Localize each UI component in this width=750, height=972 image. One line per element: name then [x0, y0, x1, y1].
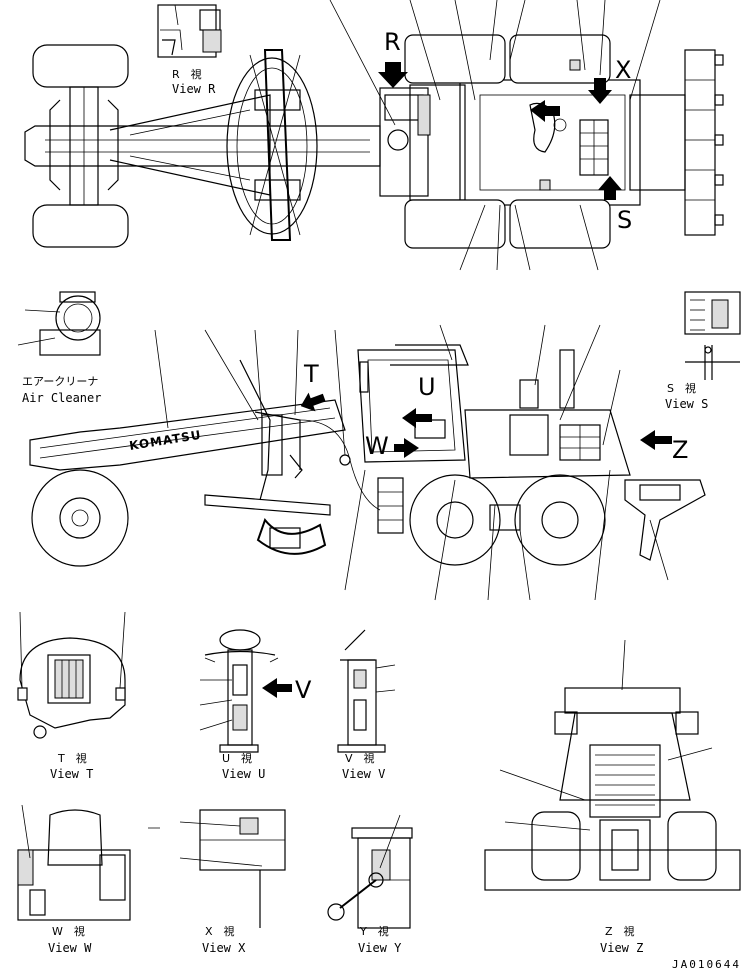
arrow-icon — [598, 176, 622, 200]
air-cleaner-jp-label: エアークリーナ — [22, 375, 98, 388]
ripper — [684, 49, 716, 236]
arrow-icon — [262, 678, 292, 698]
arrow-icon — [530, 100, 560, 122]
air-cleaner-label: Air Cleaner — [22, 391, 101, 405]
blade-side — [256, 517, 327, 555]
ripper-side — [624, 479, 706, 561]
view-w-jp-label: W 視 — [52, 924, 85, 938]
drawing-code: JA010644 — [672, 958, 741, 971]
view-s-label: View S — [665, 397, 708, 411]
rear-wheel-2 — [514, 474, 606, 566]
rear-tire-3 — [404, 199, 506, 249]
view-t-jp-label: T 視 — [57, 751, 87, 765]
arrow-icon — [640, 430, 672, 450]
view-x-detail: X 視 View X — [148, 809, 286, 955]
letter-x: X — [615, 56, 631, 84]
side-view: KOMATSU — [29, 324, 706, 601]
view-u-detail: V U 視 View U — [199, 629, 312, 781]
letter-r: R — [384, 28, 401, 56]
view-y-label: View Y — [358, 941, 402, 955]
blade — [263, 49, 292, 241]
view-r-jp-label: R 視 — [172, 67, 202, 81]
arrow-icon — [300, 392, 326, 412]
cab-side — [357, 349, 466, 463]
front-tire-bottom — [32, 204, 129, 248]
brand-label: KOMATSU — [128, 428, 202, 453]
view-v-detail: V 視 View V — [337, 629, 396, 781]
main-frame — [24, 125, 381, 167]
view-z-detail: Z 視 View Z — [484, 639, 741, 955]
front-tire-top — [32, 44, 129, 88]
air-cleaner-inset: エアークリーナ Air Cleaner — [17, 291, 101, 405]
letter-w: W — [365, 432, 389, 460]
rear-tire-4 — [509, 199, 611, 249]
rear-wheel-1 — [409, 474, 501, 566]
arrow-icon — [588, 78, 612, 104]
view-w-detail: W 視 View W — [17, 804, 131, 955]
view-t-label: View T — [50, 767, 93, 781]
letter-u: U — [418, 373, 436, 401]
view-x-jp-label: X 視 — [205, 924, 235, 938]
arrow-icon — [378, 62, 408, 88]
rear-tire-2 — [509, 34, 611, 84]
rear-tire-1 — [404, 34, 506, 84]
view-z-label: View Z — [600, 941, 643, 955]
view-w-label: View W — [48, 941, 92, 955]
view-s-jp-label: S 視 — [667, 381, 696, 395]
engine-side — [464, 409, 631, 479]
arrow-icon — [394, 438, 419, 458]
letter-s: S — [617, 206, 632, 234]
view-s-inset: S 視 View S — [665, 291, 741, 411]
view-y-jp-label: Y 視 — [359, 924, 389, 938]
arrow-icon — [402, 408, 432, 428]
view-v-jp-label: V 視 — [345, 751, 375, 765]
cab-outline — [379, 87, 429, 197]
view-r-label: View R — [172, 82, 216, 96]
front-wheel — [31, 469, 129, 567]
letter-z: Z — [672, 436, 688, 464]
view-z-jp-label: Z 視 — [605, 924, 635, 938]
main-frame-side — [29, 399, 346, 471]
view-x-label: View X — [202, 941, 246, 955]
view-r-inset: R 視 View R — [157, 4, 222, 96]
view-u-label: View U — [222, 767, 265, 781]
view-y-detail: Y 視 View Y — [327, 814, 413, 955]
view-u-jp-label: U 視 — [222, 751, 252, 765]
letter-v: V — [295, 676, 312, 704]
plan-view: R 視 View R — [24, 0, 724, 271]
blade-circle — [226, 57, 318, 235]
letter-t: T — [303, 360, 319, 388]
view-v-label: View V — [342, 767, 385, 781]
view-t-detail: T 視 View T — [17, 611, 126, 781]
